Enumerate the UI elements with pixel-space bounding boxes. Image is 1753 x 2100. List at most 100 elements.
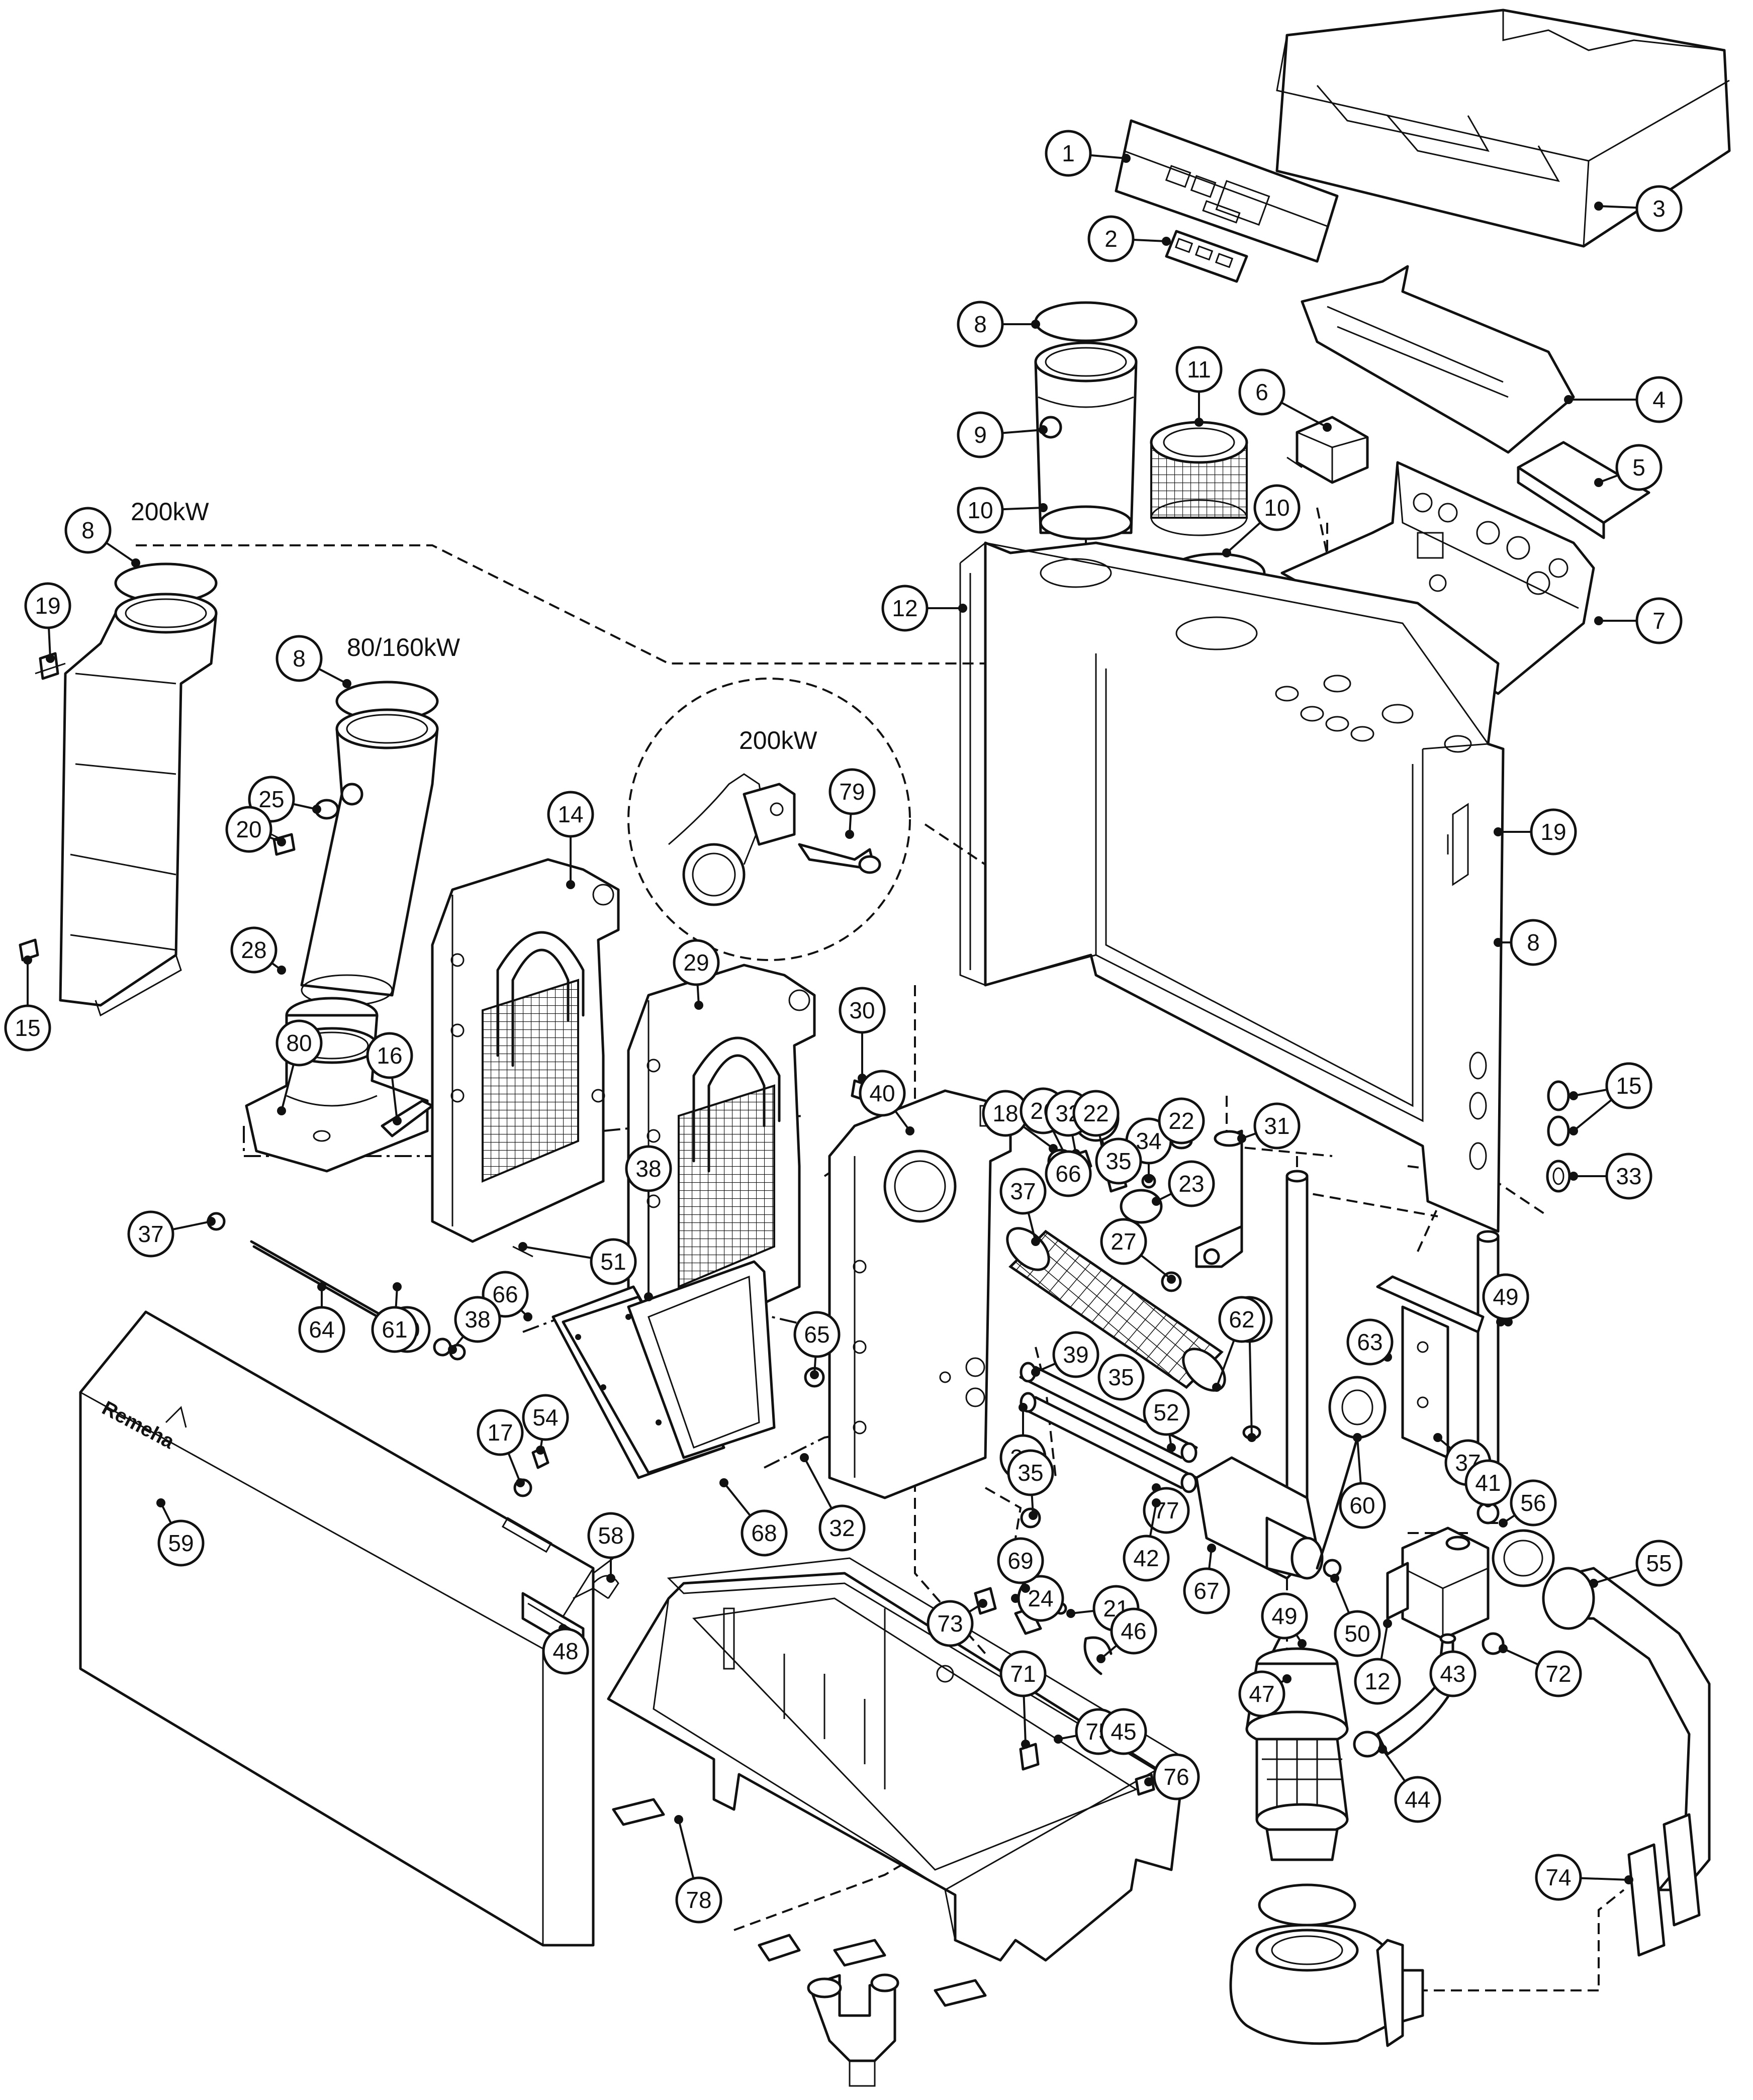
callout-anchor-dot [1167, 1443, 1176, 1452]
control-box-chassis [1280, 461, 1595, 695]
callout-anchor-dot [277, 1106, 286, 1115]
callout-circle [1100, 1218, 1147, 1265]
callout-12: 12 [881, 585, 967, 632]
callout-79: 79 [828, 768, 876, 839]
callout-anchor-dot [1282, 1674, 1291, 1683]
callout-number: 44 [1405, 1786, 1430, 1812]
callout-number: 10 [1264, 495, 1289, 521]
callout-anchor-dot [1049, 1144, 1058, 1153]
callout-circle [1253, 1102, 1301, 1150]
callout-anchor-dot [1222, 548, 1231, 557]
air-intake-elbow [1492, 1529, 1711, 1957]
callout-circle [1354, 1658, 1401, 1705]
callout-circle [477, 1409, 524, 1456]
callout-10: 10 [1222, 484, 1301, 557]
control-panel-fascia [1115, 119, 1339, 263]
callout-circle [542, 1628, 589, 1675]
callout-7: 7 [1594, 597, 1683, 644]
callout-64: 64 [298, 1282, 345, 1353]
callout-anchor-dot [1594, 616, 1603, 625]
callout-14: 14 [547, 791, 594, 889]
callout-4: 4 [1564, 376, 1683, 423]
support-bracket [1301, 265, 1575, 454]
callout-42: 42 [1123, 1498, 1170, 1582]
callout-circle [839, 987, 886, 1034]
callout-72: 72 [1499, 1644, 1582, 1697]
front-section [828, 1089, 1012, 1499]
callout-61: 61 [371, 1282, 418, 1353]
callout-38: 38 [625, 1145, 672, 1301]
callout-number: 12 [892, 595, 917, 621]
callout-anchor-dot [312, 805, 321, 814]
callout-number: 80 [286, 1030, 312, 1056]
callout-number: 14 [558, 801, 583, 827]
callout-circle [999, 1168, 1047, 1215]
callout-circle [1175, 346, 1223, 393]
callout-anchor-dot [1589, 1579, 1598, 1588]
callout-45: 45 [1100, 1708, 1147, 1755]
callout-circle [1635, 597, 1683, 644]
callout-circle [1143, 1389, 1190, 1436]
callout-layer: 1238461159101071281981813192579201482628… [4, 130, 1683, 1924]
callout-circle [1530, 808, 1577, 855]
callout-8: 8 [275, 635, 351, 688]
callout-number: 38 [635, 1156, 661, 1182]
callout-22: 22 [1072, 1090, 1120, 1176]
callout-circle [1238, 1670, 1285, 1717]
main-casing-frame [959, 541, 1505, 1233]
callout-5: 5 [1594, 444, 1663, 491]
callout-1: 1 [1045, 130, 1131, 177]
callout-37: 37 [999, 1168, 1047, 1246]
callout-anchor-dot [719, 1478, 728, 1487]
callout-anchor-dot [1021, 1740, 1030, 1749]
callout-anchor-dot [516, 1478, 525, 1487]
callout-78: 78 [674, 1815, 722, 1924]
callout-anchor-dot [1594, 202, 1603, 211]
callout-80: 80 [275, 1019, 323, 1115]
callout-number: 22 [1168, 1108, 1194, 1134]
callout-15: 15 [1569, 1062, 1652, 1135]
callout-35: 35 [1097, 1354, 1145, 1401]
callout-anchor-dot [523, 1312, 532, 1321]
callout-circle [1261, 1592, 1308, 1640]
callout-circle [522, 1394, 569, 1441]
callout-anchor-dot [1194, 418, 1204, 427]
callout-circle [828, 768, 876, 815]
callout-number: 20 [236, 816, 261, 842]
callout-11: 11 [1175, 346, 1223, 427]
callout-anchor-dot [1569, 1126, 1578, 1135]
callout-16: 16 [366, 1032, 413, 1125]
callout-circle [547, 791, 594, 838]
fan-housing [1229, 1924, 1424, 2047]
callout-circle [275, 635, 323, 682]
callout-anchor-dot [277, 837, 286, 846]
callout-39: 39 [1031, 1331, 1099, 1378]
callout-67: 67 [1183, 1544, 1230, 1614]
callout-circle [673, 939, 720, 986]
callout-number: 2 [1104, 226, 1118, 252]
callout-anchor-dot [1624, 1875, 1633, 1884]
callout-circle [1097, 1354, 1145, 1401]
callout-circle [1464, 1459, 1512, 1506]
callout-circle [1095, 1137, 1142, 1185]
callout-51: 51 [518, 1238, 637, 1285]
callout-number: 79 [839, 779, 865, 805]
callout-number: 42 [1133, 1545, 1159, 1571]
callout-number: 8 [974, 311, 987, 337]
callout-circle [1158, 1097, 1205, 1144]
callout-circle [590, 1238, 637, 1285]
callout-circle [1153, 1753, 1200, 1800]
rear-section [431, 858, 620, 1243]
callout-number: 1 [1062, 140, 1075, 166]
callout-19: 19 [1494, 808, 1577, 855]
callout-circle [1605, 1062, 1652, 1109]
callout-anchor-dot [317, 1282, 326, 1291]
callout-number: 58 [598, 1522, 623, 1549]
callout-62: 62 [1212, 1296, 1265, 1392]
callout-anchor-dot [1247, 1433, 1256, 1442]
callout-circle [1482, 1273, 1529, 1320]
callout-number: 73 [937, 1610, 963, 1637]
callout-anchor-dot [1144, 1777, 1153, 1786]
callout-9: 9 [957, 411, 1048, 458]
callout-47: 47 [1238, 1670, 1291, 1717]
